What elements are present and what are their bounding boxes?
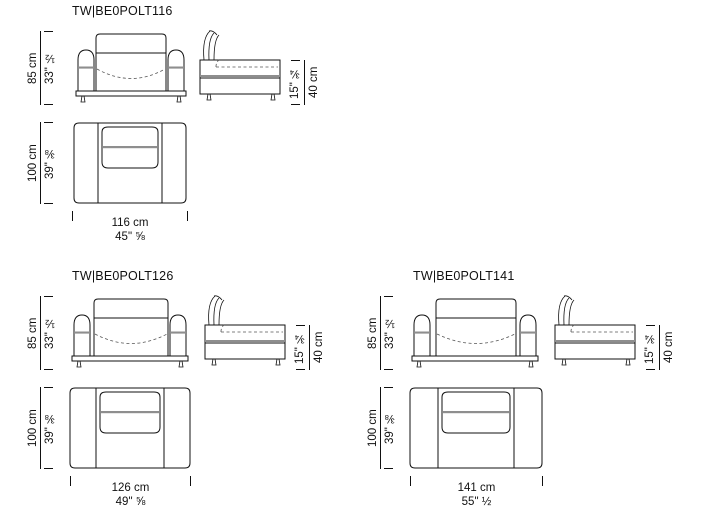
model-title-141: TW|BE0POLT141 <box>413 269 515 283</box>
dimension-height-inch-141: 33" ½ <box>384 316 397 350</box>
dim-tick <box>44 369 53 370</box>
dimension-height-inch-126: 33" ½ <box>44 316 57 350</box>
model-group-141: TW|BE0POLT141 85 cm 33" ½ <box>340 265 705 529</box>
dim-tick <box>296 325 305 326</box>
model-title-116: TW|BE0POLT116 <box>72 4 173 18</box>
side-elevation-126 <box>197 291 293 371</box>
dimension-seat-height-116: 15" ¾ 40 cm <box>289 60 321 105</box>
dimension-rule <box>40 296 42 370</box>
side-elevation-141 <box>547 291 643 371</box>
dimension-depth-cm-116: 100 cm <box>27 144 39 182</box>
dimension-rule <box>659 325 661 370</box>
dimension-depth-cm-126: 100 cm <box>27 409 39 447</box>
dimension-depth-inch-116: 39" ⅜ <box>44 146 57 180</box>
dim-tick <box>291 104 300 105</box>
dimension-depth-inch-126: 39" ⅜ <box>44 411 57 445</box>
dimension-rule <box>40 387 42 469</box>
dim-tick <box>70 476 71 486</box>
dimension-seat-height-126: 15" ¾ 40 cm <box>294 325 326 370</box>
dimension-seat-height-inch-126: 15" ¾ <box>294 331 306 364</box>
dimension-height-116: 85 cm 33" ½ <box>27 31 56 105</box>
dim-tick <box>44 203 53 204</box>
dimension-width-cm-126: 126 cm <box>111 482 150 494</box>
model-group-116: TW|BE0POLT116 85 cm 33" ½ <box>0 0 350 265</box>
dimension-width-141: 141 cm 55" ½ <box>410 481 543 510</box>
dimension-depth-141: 100 cm 39" ⅜ <box>367 387 396 469</box>
dimension-depth-116: 100 cm 39" ⅜ <box>27 122 56 204</box>
front-elevation-116 <box>72 26 190 106</box>
dimension-rule <box>380 296 382 370</box>
dim-tick <box>44 468 53 469</box>
model-group-126: TW|BE0POLT126 85 cm 33" ½ <box>0 265 350 529</box>
dim-tick <box>384 387 393 388</box>
dim-tick <box>646 369 655 370</box>
dimension-seat-height-inch-116: 15" ¾ <box>289 66 301 99</box>
dimension-rule <box>309 325 311 370</box>
dim-tick <box>44 104 53 105</box>
dimension-seat-height-cm-126: 40 cm <box>313 331 326 364</box>
dim-tick <box>410 476 411 486</box>
dim-tick <box>72 211 73 221</box>
dim-tick <box>44 31 53 32</box>
dimension-width-cm-116: 116 cm <box>111 217 149 229</box>
front-elevation-141 <box>408 291 544 371</box>
dimension-seat-height-141: 15" ¾ 40 cm <box>644 325 676 370</box>
dimension-depth-inch-141: 39" ⅜ <box>384 411 397 445</box>
dimension-rule <box>304 60 306 105</box>
dimension-rule <box>380 387 382 469</box>
plan-view-116 <box>70 120 190 206</box>
dimension-width-inch-141: 55" ½ <box>461 496 492 509</box>
dim-tick <box>384 296 393 297</box>
front-elevation-126 <box>68 291 194 371</box>
dim-tick <box>384 468 393 469</box>
dim-tick <box>296 369 305 370</box>
dimension-height-cm-126: 85 cm <box>27 317 39 349</box>
dimension-width-116: 116 cm 45" ⅝ <box>72 216 188 245</box>
dimension-depth-126: 100 cm 39" ⅜ <box>27 387 56 469</box>
dim-tick <box>646 325 655 326</box>
dim-tick <box>44 122 53 123</box>
dimension-width-126: 126 cm 49" ⅝ <box>70 481 191 510</box>
dimension-height-126: 85 cm 33" ½ <box>27 296 56 370</box>
dimension-rule <box>40 31 42 105</box>
dimension-height-cm-116: 85 cm <box>27 52 39 84</box>
dimension-height-inch-116: 33" ½ <box>44 51 57 85</box>
dim-tick <box>190 476 191 486</box>
dimension-width-inch-116: 45" ⅝ <box>115 231 145 244</box>
dimension-seat-height-inch-141: 15" ¾ <box>644 331 656 364</box>
dimension-width-cm-141: 141 cm <box>457 482 496 494</box>
plan-view-141 <box>406 385 546 471</box>
side-elevation-116 <box>192 26 288 106</box>
dimension-seat-height-cm-116: 40 cm <box>308 66 321 99</box>
dimension-rule <box>40 122 42 204</box>
dimension-seat-height-cm-141: 40 cm <box>663 331 676 364</box>
dim-tick <box>542 476 543 486</box>
plan-view-126 <box>66 385 194 471</box>
dim-tick <box>291 60 300 61</box>
dimension-depth-cm-141: 100 cm <box>367 409 379 447</box>
dimension-height-141: 85 cm 33" ½ <box>367 296 396 370</box>
dim-tick <box>187 211 188 221</box>
dim-tick <box>384 369 393 370</box>
model-title-126: TW|BE0POLT126 <box>72 269 174 283</box>
dim-tick <box>44 296 53 297</box>
dimension-height-cm-141: 85 cm <box>367 317 379 349</box>
dimension-width-inch-126: 49" ⅝ <box>115 496 146 509</box>
dim-tick <box>44 387 53 388</box>
